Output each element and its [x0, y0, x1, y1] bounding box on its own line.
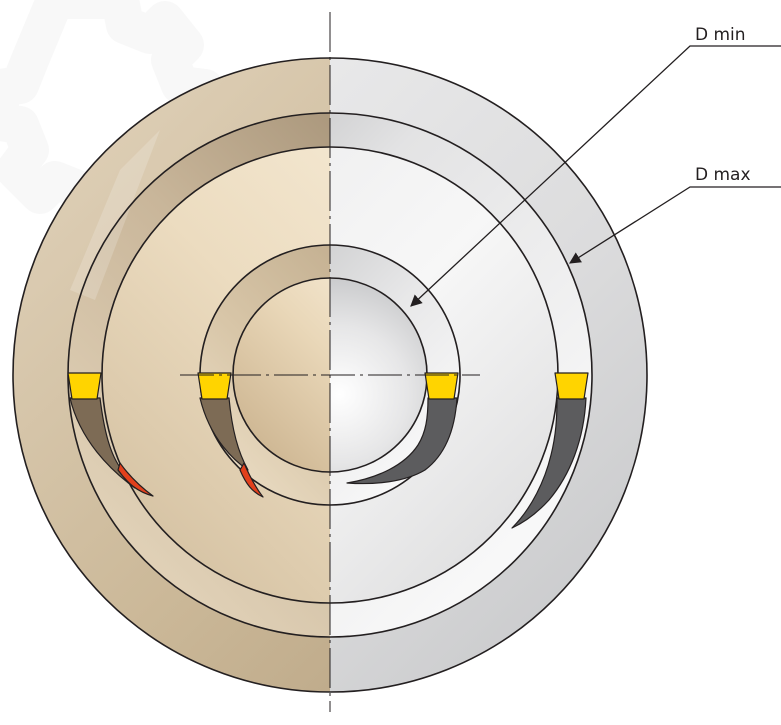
d-max-callout: D max [569, 165, 781, 264]
center-lines [180, 12, 480, 712]
d-min-callout: D min [410, 25, 781, 307]
d-min-leader-line [410, 45, 781, 307]
d-min-label: D min [695, 25, 746, 45]
chip-inner-left [199, 397, 249, 471]
chip-outer-right [511, 397, 587, 529]
chips [69, 397, 587, 529]
chip-inner-right [346, 397, 458, 485]
insert-outer-left [67, 372, 102, 400]
insert-inner-left [197, 372, 232, 400]
chip-outer-left-tip [117, 462, 154, 497]
insert-inner-right [424, 372, 459, 400]
d-max-leader-line [569, 186, 781, 264]
insert-outer-right [554, 372, 589, 400]
chip-inner-left-tip [239, 462, 264, 498]
d-max-label: D max [695, 165, 751, 185]
cutting-inserts [67, 372, 589, 400]
